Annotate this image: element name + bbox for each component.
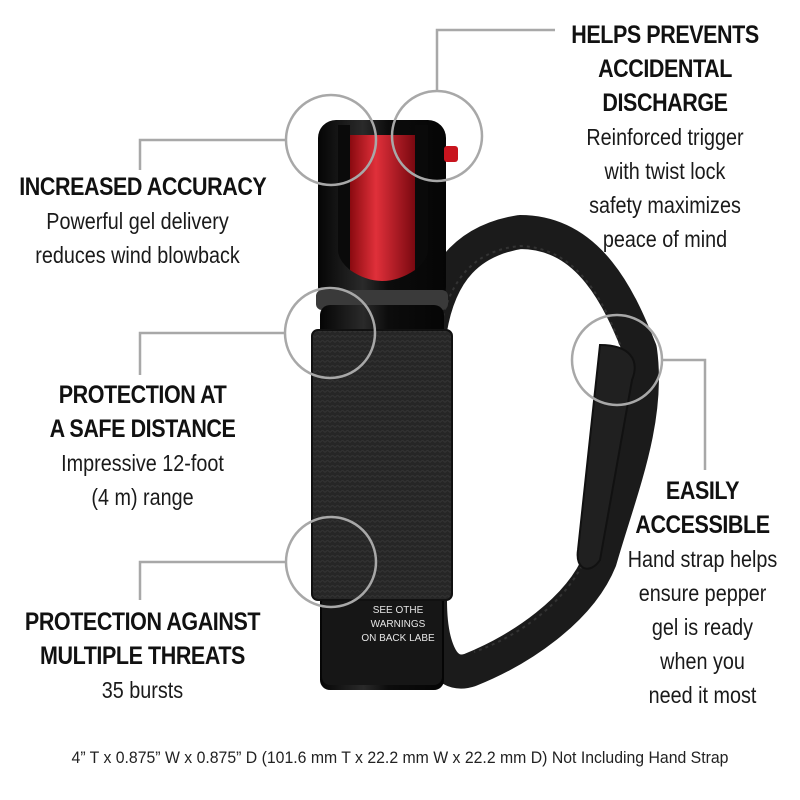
leader-line-threats [138, 560, 286, 600]
leader-line-distance [138, 331, 285, 375]
feature-description: reduces wind blowback [35, 242, 240, 268]
feature-safe-distance: PROTECTION AT A SAFE DISTANCE Impressive… [0, 378, 285, 514]
feature-description: (4 m) range [91, 484, 194, 510]
feature-description: when you [660, 648, 745, 674]
feature-description: gel is ready [651, 614, 754, 640]
feature-title: PROTECTION AT [58, 381, 227, 409]
feature-title: PROTECTION AGAINST [24, 608, 261, 636]
hand-strap [413, 215, 659, 689]
feature-description: with twist lock [604, 158, 726, 184]
feature-title: ACCIDENTAL [598, 55, 732, 83]
feature-multiple-threats: PROTECTION AGAINST MULTIPLE THREATS 35 b… [0, 605, 285, 707]
hand-strap-sleeve [311, 329, 453, 601]
feature-description: Reinforced trigger [586, 124, 744, 150]
feature-description: safety maximizes [589, 192, 741, 218]
feature-title: HELPS PREVENTS [571, 21, 759, 49]
feature-increased-accuracy: INCREASED ACCURACY Powerful gel delivery… [0, 170, 275, 272]
feature-description: Hand strap helps [627, 546, 778, 572]
feature-description: Impressive 12-foot [61, 450, 224, 476]
product-dimensions: 4” T x 0.875” W x 0.875” D (101.6 mm T x… [71, 748, 729, 767]
feature-title: A SAFE DISTANCE [49, 415, 236, 443]
feature-description: 35 bursts [101, 677, 184, 703]
feature-description: need it most [648, 682, 757, 708]
feature-description: peace of mind [602, 226, 728, 252]
feature-description: ensure pepper [638, 580, 767, 606]
feature-title: MULTIPLE THREATS [40, 642, 245, 670]
canister-label: SEE OTHE WARNINGS ON BACK LABE [361, 605, 435, 644]
leader-line-accuracy [138, 138, 286, 170]
feature-title: EASILY [665, 477, 740, 505]
feature-title: ACCESSIBLE [635, 511, 770, 539]
feature-title: INCREASED ACCURACY [19, 173, 267, 201]
label-line: WARNINGS [371, 619, 426, 630]
feature-easily-accessible: EASILY ACCESSIBLE Hand strap helps ensur… [605, 474, 800, 712]
leader-line-discharge [435, 28, 555, 91]
label-line: SEE OTHE [373, 605, 424, 616]
leader-line-accessible [662, 358, 707, 470]
feature-prevents-discharge: HELPS PREVENTS ACCIDENTAL DISCHARGE Rein… [545, 18, 785, 256]
label-line: ON BACK LABE [361, 633, 435, 644]
feature-description: Powerful gel delivery [46, 208, 229, 234]
feature-title: DISCHARGE [602, 89, 728, 117]
